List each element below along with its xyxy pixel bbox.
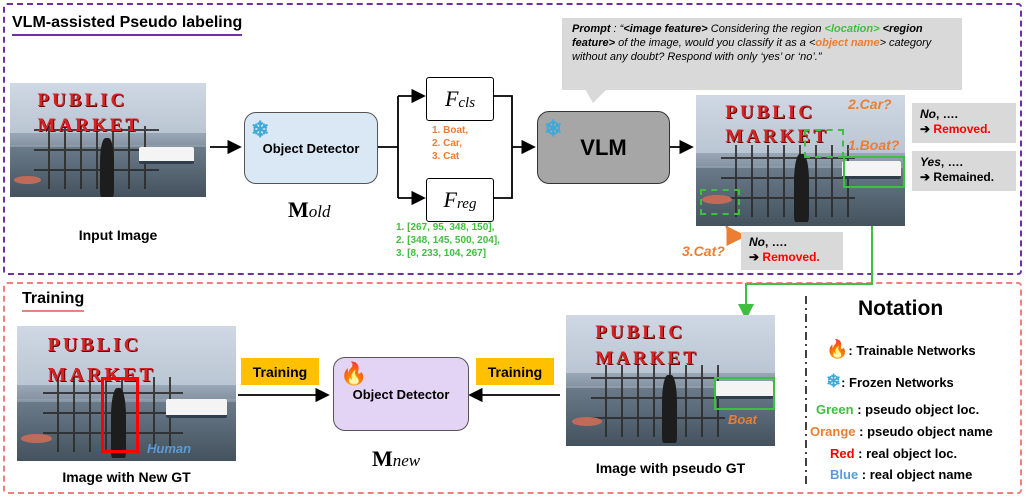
pseudo-gt-caption: Image with pseudo GT xyxy=(595,460,746,476)
new-gt-caption: Image with New GT xyxy=(62,469,191,485)
answer-cat: No, …. ➔ Removed. xyxy=(741,232,843,270)
cat-box xyxy=(700,189,740,215)
training-panel xyxy=(3,282,1022,494)
old-object-detector: ❄ Object Detector xyxy=(244,112,378,184)
snowflake-icon: ❄ xyxy=(251,117,270,142)
training-title: Training xyxy=(22,290,85,312)
vlm-box: ❄ VLM xyxy=(537,111,670,184)
vlm-result-image: PUBLIC MARKET xyxy=(696,95,905,226)
query-boat-label: 1.Boat? xyxy=(848,137,900,153)
flame-icon: 🔥 xyxy=(826,339,849,359)
reg-outputs: 1. [267, 95, 348, 150], 2. [348, 145, 50… xyxy=(396,222,500,259)
boat-pseudo-box xyxy=(714,377,775,410)
cls-outputs: 1. Boat, 2. Car, 3. Cat xyxy=(432,125,469,162)
prompt-bubble-tail xyxy=(585,89,607,103)
pseudo-gt-image: PUBLIC MARKET xyxy=(566,315,775,446)
training-tag-left: Training xyxy=(241,358,319,385)
answer-boat: Yes, …. ➔ Remained. xyxy=(912,151,1016,191)
boat-label: Boat xyxy=(728,412,757,427)
arrow-to-pseudo-gt xyxy=(738,188,873,320)
input-image-caption: Input Image xyxy=(78,227,158,243)
snowflake-icon: ❄ xyxy=(826,371,842,391)
query-car-label: 2.Car? xyxy=(848,96,892,112)
new-gt-image: PUBLIC MARKET xyxy=(17,326,236,461)
flame-icon: 🔥 xyxy=(340,361,368,386)
notation-frozen: ❄: Frozen Networks xyxy=(826,371,954,391)
notation-red: Red : real object loc. xyxy=(830,446,958,461)
notation-trainable: 🔥: Trainable Networks xyxy=(826,339,976,359)
notation-green: Green : pseudo object loc. xyxy=(816,402,980,417)
model-new-label: Mnew xyxy=(372,446,421,471)
query-cat-label: 3.Cat? xyxy=(682,243,725,259)
merge-bar xyxy=(492,95,513,199)
new-object-detector: 🔥 Object Detector xyxy=(333,357,469,431)
training-tag-right: Training xyxy=(476,358,554,385)
model-old-label: Mold xyxy=(288,197,331,222)
boat-box xyxy=(843,156,905,188)
notation-blue: Blue : real object name xyxy=(830,467,973,482)
human-label: Human xyxy=(147,441,192,456)
snowflake-icon: ❄ xyxy=(544,116,563,141)
answer-car: No, …. ➔ Removed. xyxy=(912,103,1016,143)
notation-title: Notation xyxy=(858,297,944,320)
notation-orange: Orange : pseudo object name xyxy=(810,424,993,439)
prompt-bubble: Prompt : “<image feature> Considering th… xyxy=(562,18,962,90)
human-gt-box xyxy=(101,377,139,453)
pseudo-labeling-panel xyxy=(3,3,1022,275)
pseudo-labeling-title: VLM-assisted Pseudo labeling xyxy=(12,14,243,36)
input-image: PUBLIC MARKET xyxy=(10,83,206,197)
car-box xyxy=(804,129,844,158)
